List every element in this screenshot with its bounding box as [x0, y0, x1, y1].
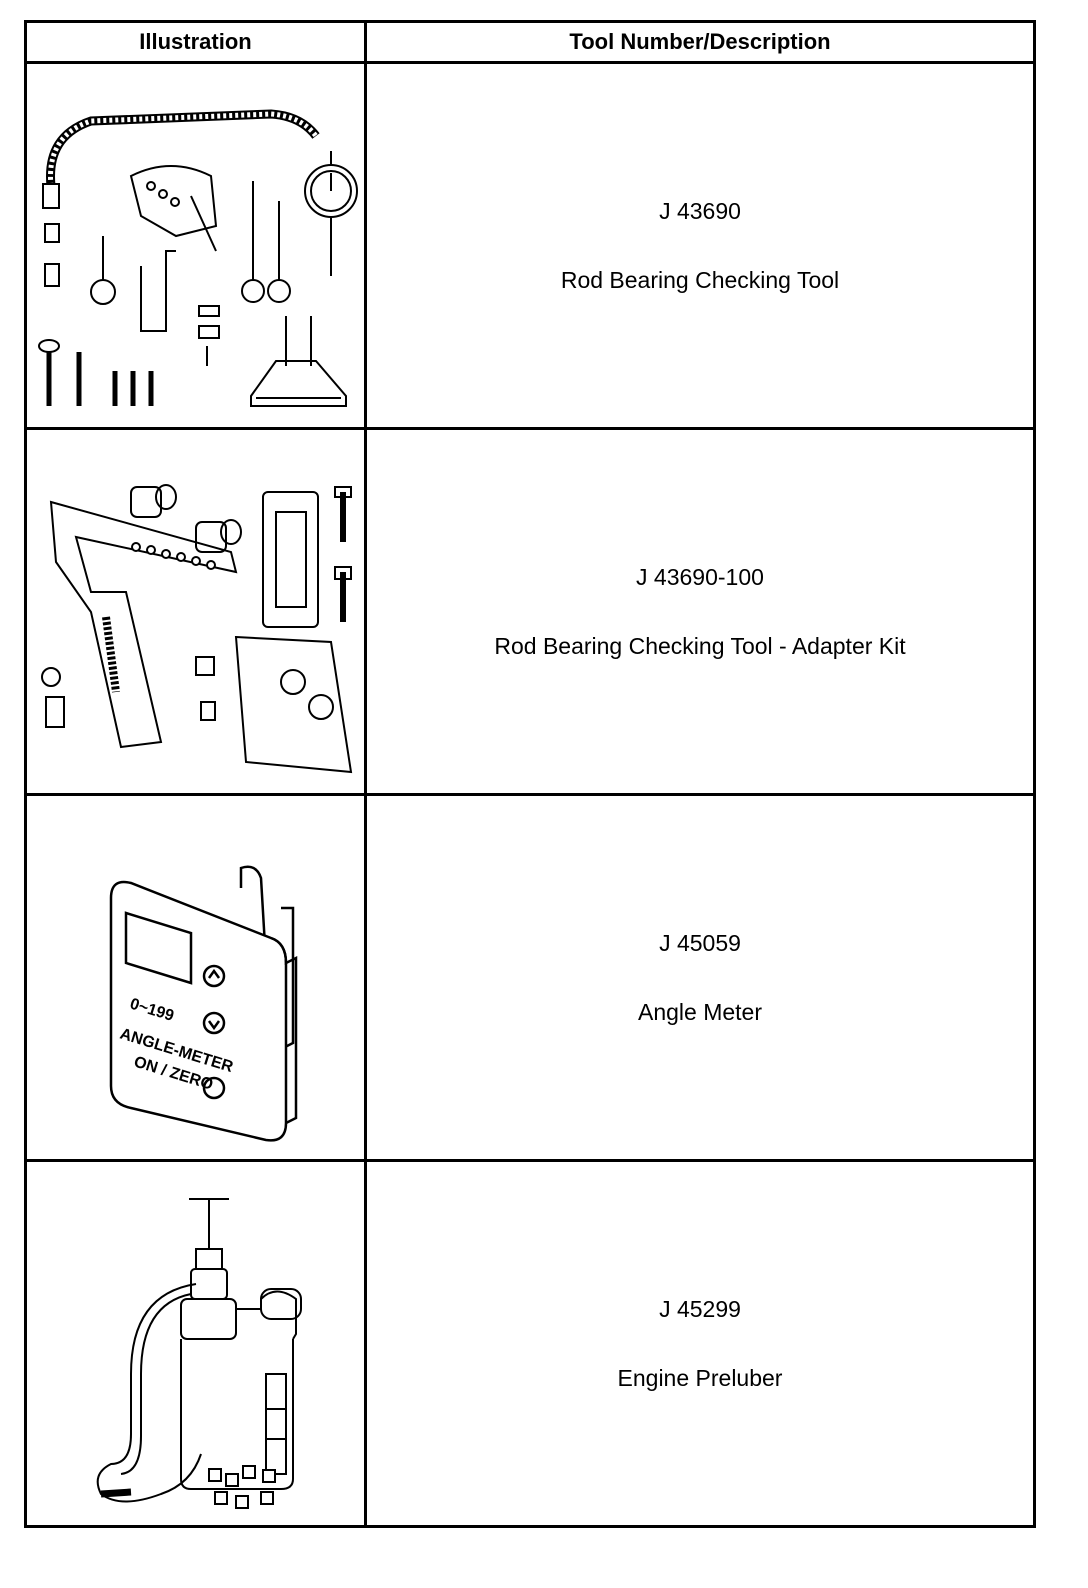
- adapter-kit-icon: [31, 442, 361, 782]
- table-row: 0~199 ANGLE-METER ON / ZERO J 45059 Angl…: [24, 793, 1036, 1162]
- table-row: J 43690 Rod Bearing Checking Tool: [24, 61, 1036, 430]
- angle-meter-icon: 0~199 ANGLE-METER ON / ZERO: [31, 808, 361, 1148]
- description-cell: J 45059 Angle Meter: [364, 793, 1036, 1162]
- tool-number: J 43690: [659, 197, 741, 224]
- table-row: J 43690-100 Rod Bearing Checking Tool - …: [24, 427, 1036, 796]
- tool-description: Angle Meter: [637, 998, 762, 1025]
- illustration-cell: [24, 1159, 367, 1528]
- illustration-cell: 0~199 ANGLE-METER ON / ZERO: [24, 793, 367, 1162]
- tool-description: Rod Bearing Checking Tool: [560, 266, 840, 293]
- header-tool-number-description: Tool Number/Description: [364, 20, 1036, 64]
- tool-description: Rod Bearing Checking Tool - Adapter Kit: [494, 632, 906, 659]
- header-illustration: Illustration: [24, 20, 367, 64]
- rod-bearing-checking-tool-icon: [31, 76, 361, 416]
- engine-preluber-icon: [31, 1174, 361, 1514]
- tool-number: J 43690-100: [636, 563, 764, 590]
- tool-number: J 45299: [659, 1295, 741, 1322]
- tool-number: J 45059: [659, 929, 741, 956]
- description-cell: J 43690-100 Rod Bearing Checking Tool - …: [364, 427, 1036, 796]
- description-cell: J 45299 Engine Preluber: [364, 1159, 1036, 1528]
- illustration-cell: [24, 61, 367, 430]
- tool-table: Illustration Tool Number/Description: [24, 20, 1036, 1528]
- illustration-cell: [24, 427, 367, 796]
- description-cell: J 43690 Rod Bearing Checking Tool: [364, 61, 1036, 430]
- header-row: Illustration Tool Number/Description: [24, 20, 1036, 64]
- table-row: J 45299 Engine Preluber: [24, 1159, 1036, 1528]
- tool-description: Engine Preluber: [617, 1364, 783, 1391]
